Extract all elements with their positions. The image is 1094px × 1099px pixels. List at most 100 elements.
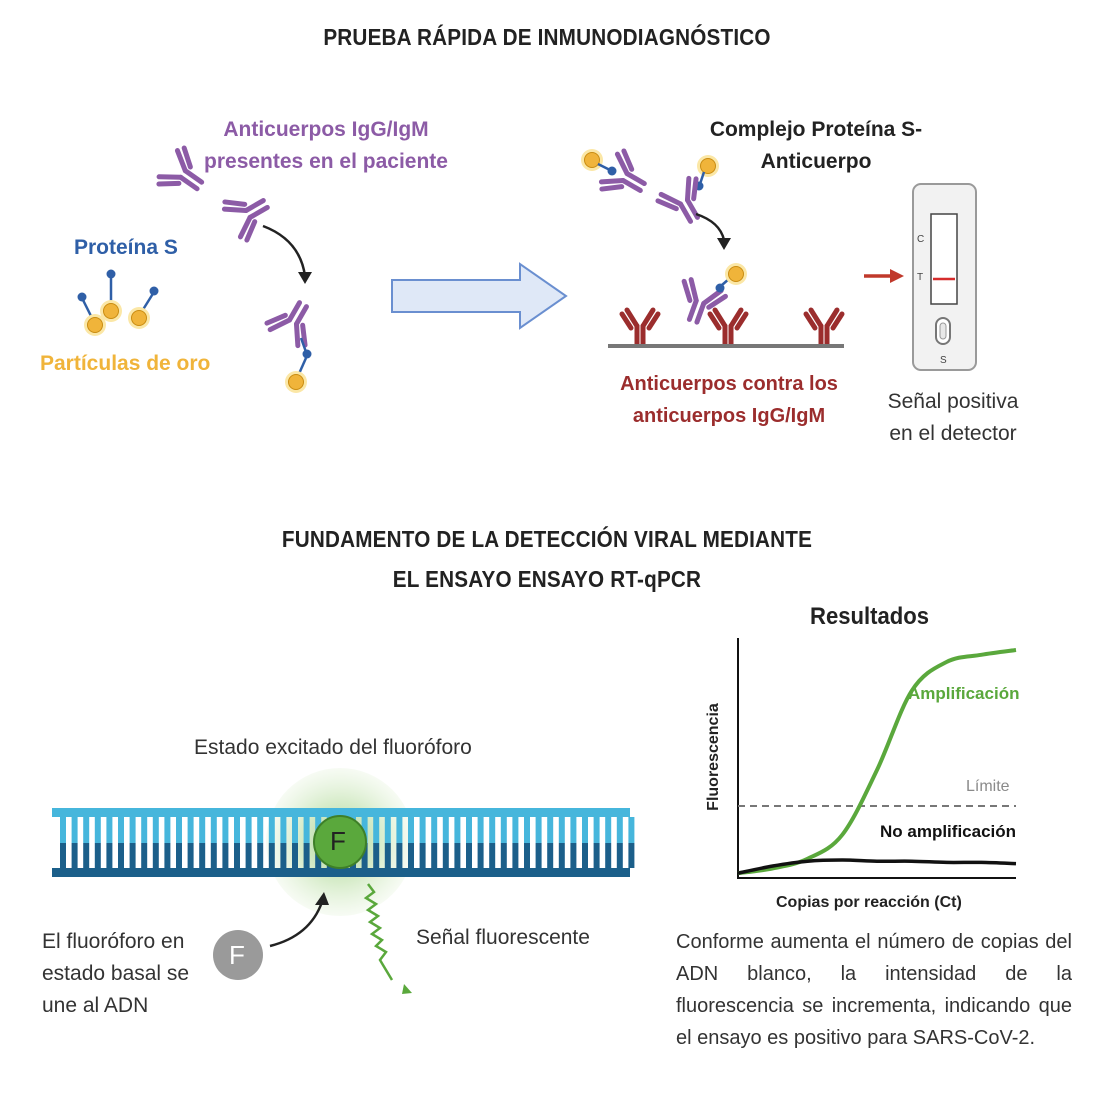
dna-base-bottom [94, 843, 101, 868]
dna-base-bottom [187, 843, 194, 868]
dna-base-top [593, 817, 600, 843]
cassette-c-label: C [917, 234, 925, 245]
dna-base-bottom [210, 843, 217, 868]
dna-base-bottom [234, 843, 240, 868]
dna-base-top [558, 817, 565, 843]
dna-base-bottom [118, 843, 124, 868]
bottom-title-line1: FUNDAMENTO DE LA DETECCIÓN VIRAL MEDIANT… [281, 526, 813, 552]
free-fluorophore-letter: F [229, 940, 245, 970]
dna-base-bottom [373, 843, 380, 868]
dna-base-bottom [384, 843, 391, 868]
explanation-paragraph: Conforme aumenta el número de copias del… [676, 931, 1072, 1049]
dna-base-bottom [141, 843, 148, 868]
dna-base-top [210, 817, 217, 843]
series-line-no-amplification [737, 858, 1017, 875]
dna-base-bottom [535, 843, 542, 868]
threshold-label: Límite [966, 778, 1010, 795]
dna-base-bottom [489, 843, 496, 868]
dna-base-bottom [106, 843, 113, 868]
dna-base-bottom [245, 843, 252, 868]
dna-base-top [129, 817, 136, 843]
dna-base-top [442, 817, 449, 843]
dna-base-top [245, 817, 252, 843]
dna-base-top [582, 817, 588, 843]
dna-base-bottom [199, 843, 206, 868]
immunoassay-illustration [77, 0, 977, 394]
patient-antibodies-label: Anticuerpos IgG/IgM presentes en el paci… [204, 118, 448, 173]
dna-base-bottom [512, 843, 519, 868]
dna-base-bottom [71, 843, 78, 868]
dna-base-top [315, 817, 322, 843]
dna-base-top [199, 817, 206, 843]
gold-particle-icon [580, 148, 604, 172]
chart-axes [737, 638, 1016, 879]
dna-base-top [570, 817, 577, 843]
dna-base-top [616, 817, 623, 843]
dna-base-bottom [524, 843, 530, 868]
curved-arrow-icon [269, 901, 324, 948]
capture-antibody-icon [622, 310, 658, 344]
dna-base-top [280, 817, 287, 843]
dna-base-top [106, 817, 113, 843]
capture-antibody-icon [710, 310, 746, 344]
dna-base-top [350, 817, 356, 843]
protein-s-label: Proteína S [74, 236, 178, 259]
dna-base-top [524, 817, 530, 843]
dna-base-top [152, 817, 159, 843]
dna-base-top [60, 817, 66, 843]
dna-base-top [628, 817, 635, 843]
top-title: PRUEBA RÁPIDA DE INMUNODIAGNÓSTICO [323, 24, 771, 50]
dna-base-top [547, 817, 554, 843]
dna-base-bottom [616, 843, 623, 868]
antibody-icon [656, 175, 713, 230]
dna-base-top [466, 817, 472, 843]
amplification-chart [737, 638, 1017, 879]
dna-base-bottom [628, 843, 635, 868]
dna-base-bottom [442, 843, 449, 868]
gold-particle-icon [696, 154, 720, 178]
dna-base-top [234, 817, 240, 843]
anti-antibodies-label: Anticuerpos contra los anticuerpos IgG/I… [620, 373, 838, 427]
dna-base-bottom [60, 843, 66, 868]
dna-base-bottom [466, 843, 472, 868]
dna-base-bottom [292, 843, 298, 868]
antibody-icon [156, 146, 212, 204]
fluorescent-signal-label: Señal fluorescente [416, 926, 590, 949]
dna-base-bottom [222, 843, 229, 868]
dna-base-top [164, 817, 171, 843]
test-cassette-icon [912, 183, 977, 371]
protein-s-cluster-icon [77, 269, 159, 337]
dna-base-top [187, 817, 194, 843]
curved-arrow-icon [262, 224, 307, 277]
dna-base-bottom [558, 843, 565, 868]
dna-base-top [361, 817, 368, 843]
dna-base-top [94, 817, 101, 843]
chart-xlabel: Copias por reacción (Ct) [776, 894, 962, 911]
dna-base-top [373, 817, 380, 843]
process-arrow-icon [391, 262, 568, 330]
cassette-s-label: S [940, 355, 947, 366]
dna-base-bottom [605, 843, 612, 868]
dna-base-top [419, 817, 426, 843]
series-label-amplification: Amplificación [908, 684, 1020, 703]
fluorescent-signal-icon [363, 883, 394, 981]
dna-base-bottom [547, 843, 554, 868]
antibody-icon [265, 294, 322, 349]
cassette-t-label: T [917, 272, 924, 283]
series-label-no-amplification: No amplificación [880, 822, 1017, 841]
dna-base-top [292, 817, 298, 843]
dna-base-top [396, 817, 403, 843]
antibody-icon [221, 185, 276, 242]
dna-base-bottom [164, 843, 171, 868]
dna-base-bottom [361, 843, 368, 868]
excited-state-label: Estado excitado del fluoróforo [194, 736, 472, 759]
gold-particle-icon [284, 370, 308, 394]
dna-base-bottom [454, 843, 461, 868]
dna-base-bottom [570, 843, 577, 868]
gold-particles-label: Partículas de oro [40, 352, 211, 375]
dna-base-bottom [582, 843, 588, 868]
curved-arrow-icon [695, 212, 726, 241]
dna-base-bottom [431, 843, 438, 868]
antibody-icon [598, 149, 653, 206]
chart-title: Resultados [810, 603, 930, 630]
